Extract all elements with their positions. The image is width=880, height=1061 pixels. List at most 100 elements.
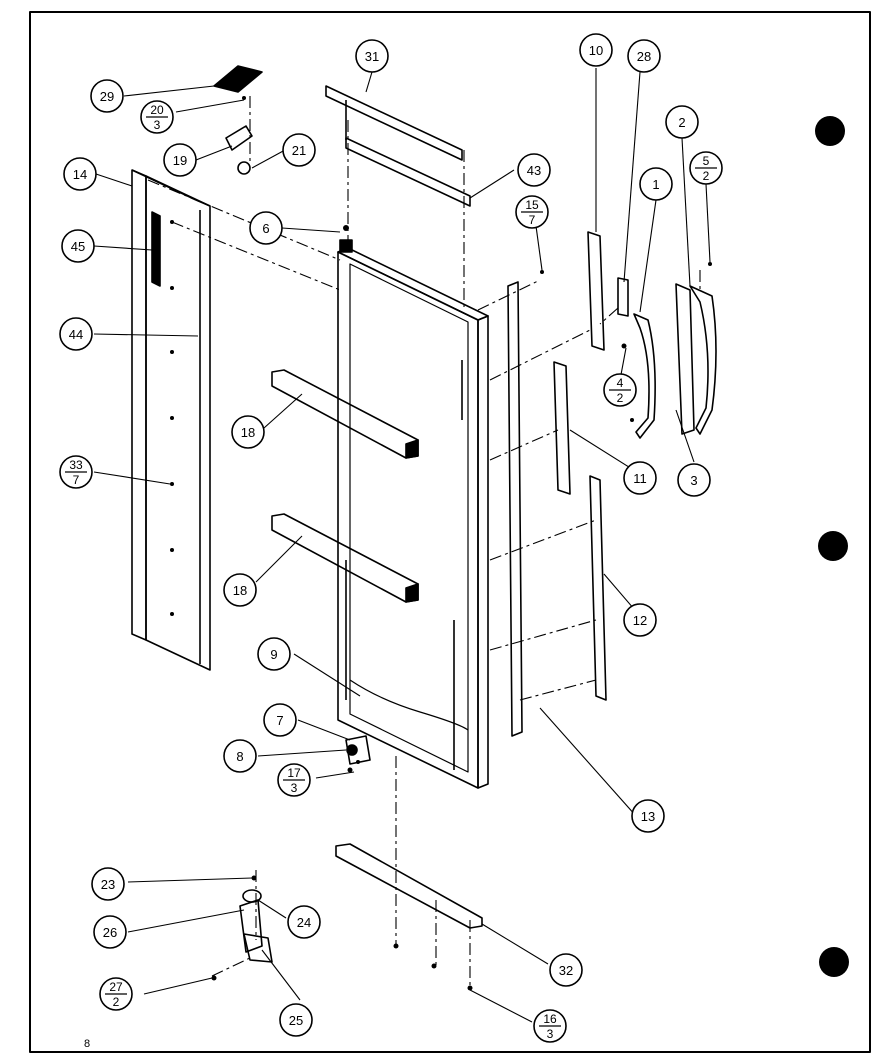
callout-circle xyxy=(59,317,93,351)
callout-13: 13 xyxy=(631,799,665,833)
callout-circle xyxy=(287,905,321,939)
callout-31: 31 xyxy=(355,39,389,73)
alignment-lines xyxy=(147,96,701,990)
callout-part-number: 27 xyxy=(109,980,123,994)
callout-9: 9 xyxy=(257,637,291,671)
callout-21: 21 xyxy=(282,133,316,167)
callout-quantity: 2 xyxy=(617,391,624,405)
callout-circle xyxy=(91,867,125,901)
callout-circle xyxy=(223,739,257,773)
callout-quantity: 7 xyxy=(529,213,536,227)
callout-quantity: 2 xyxy=(113,995,120,1009)
callout-43: 43 xyxy=(517,153,551,187)
callout-quantity: 2 xyxy=(703,169,710,183)
callout-circle xyxy=(627,39,661,73)
trim-part xyxy=(589,475,607,701)
callout-part-number: 12 xyxy=(633,613,647,628)
callout-part-number: 5 xyxy=(703,154,710,168)
callout-4: 42 xyxy=(603,373,637,407)
callout-part-number: 26 xyxy=(103,925,117,940)
callout-part-number: 3 xyxy=(690,473,697,488)
callout-circle xyxy=(623,461,657,495)
callout-part-number: 24 xyxy=(297,915,311,930)
leader-lines xyxy=(93,68,711,1023)
callout-part-number: 21 xyxy=(292,143,306,158)
trim-part xyxy=(553,361,571,495)
callout-part-number: 15 xyxy=(525,198,539,212)
callout-23: 23 xyxy=(91,867,125,901)
callout-part-number: 11 xyxy=(633,471,647,486)
callout-circle xyxy=(263,703,297,737)
callout-25: 25 xyxy=(279,1003,313,1037)
callout-circle xyxy=(677,463,711,497)
callout-circle xyxy=(63,157,97,191)
registration-dot xyxy=(818,531,848,561)
callout-12: 12 xyxy=(623,603,657,637)
callout-16: 163 xyxy=(533,1009,567,1043)
callout-circle xyxy=(355,39,389,73)
callout-part-number: 17 xyxy=(287,766,301,780)
callout-part-number: 44 xyxy=(69,327,83,342)
callout-32: 32 xyxy=(549,953,583,987)
callout-part-number: 32 xyxy=(559,963,573,978)
registration-dot xyxy=(815,116,845,146)
callout-quantity: 7 xyxy=(73,473,80,487)
callout-circle xyxy=(639,167,673,201)
callout-part-number: 45 xyxy=(71,239,85,254)
callout-24: 24 xyxy=(287,905,321,939)
callout-part-number: 19 xyxy=(173,153,187,168)
callout-15: 157 xyxy=(515,195,549,229)
callout-1: 1 xyxy=(639,167,673,201)
handle-bar-part xyxy=(271,369,419,603)
hinge-part xyxy=(213,65,263,175)
callout-part-number: 33 xyxy=(69,458,83,472)
callout-part-number: 6 xyxy=(262,221,269,236)
callout-part-number: 8 xyxy=(236,749,243,764)
callout-17: 173 xyxy=(277,763,311,797)
callout-45: 45 xyxy=(61,229,95,263)
callout-part-number: 29 xyxy=(100,89,114,104)
callout-8: 8 xyxy=(223,739,257,773)
callout-part-number: 4 xyxy=(617,376,624,390)
callout-2: 2 xyxy=(665,105,699,139)
callout-circle xyxy=(282,133,316,167)
callout-circle xyxy=(163,143,197,177)
callout-circle xyxy=(231,415,265,449)
sheet-border xyxy=(29,11,871,1053)
callout-circle xyxy=(61,229,95,263)
door-panel-part xyxy=(337,239,489,789)
callout-quantity: 3 xyxy=(547,1027,554,1041)
callout-circle xyxy=(223,573,257,607)
callout-7: 7 xyxy=(263,703,297,737)
callout-circle xyxy=(249,211,283,245)
callout-part-number: 43 xyxy=(527,163,541,178)
bracket-part xyxy=(587,231,629,351)
callout-44: 44 xyxy=(59,317,93,351)
callout-part-number: 20 xyxy=(150,103,164,117)
callout-11: 11 xyxy=(623,461,657,495)
callout-part-number: 9 xyxy=(270,647,277,662)
callout-circle xyxy=(579,33,613,67)
registration-dot xyxy=(819,947,849,977)
callout-part-number: 23 xyxy=(101,877,115,892)
callout-part-number: 1 xyxy=(652,177,659,192)
callout-circle xyxy=(93,915,127,949)
callout-28: 28 xyxy=(627,39,661,73)
callout-18: 18 xyxy=(223,573,257,607)
callout-10: 10 xyxy=(579,33,613,67)
top-strip-part xyxy=(325,85,471,207)
callout-5: 52 xyxy=(689,151,723,185)
callout-20: 203 xyxy=(140,100,174,134)
callout-14: 14 xyxy=(63,157,97,191)
callout-part-number: 16 xyxy=(543,1012,557,1026)
callout-part-number: 18 xyxy=(233,583,247,598)
callout-part-number: 18 xyxy=(241,425,255,440)
trim-strip-part xyxy=(507,281,523,737)
side-panel-part xyxy=(131,169,211,671)
callout-26: 26 xyxy=(93,915,127,949)
callout-quantity: 3 xyxy=(291,781,298,795)
callout-part-number: 7 xyxy=(276,713,283,728)
